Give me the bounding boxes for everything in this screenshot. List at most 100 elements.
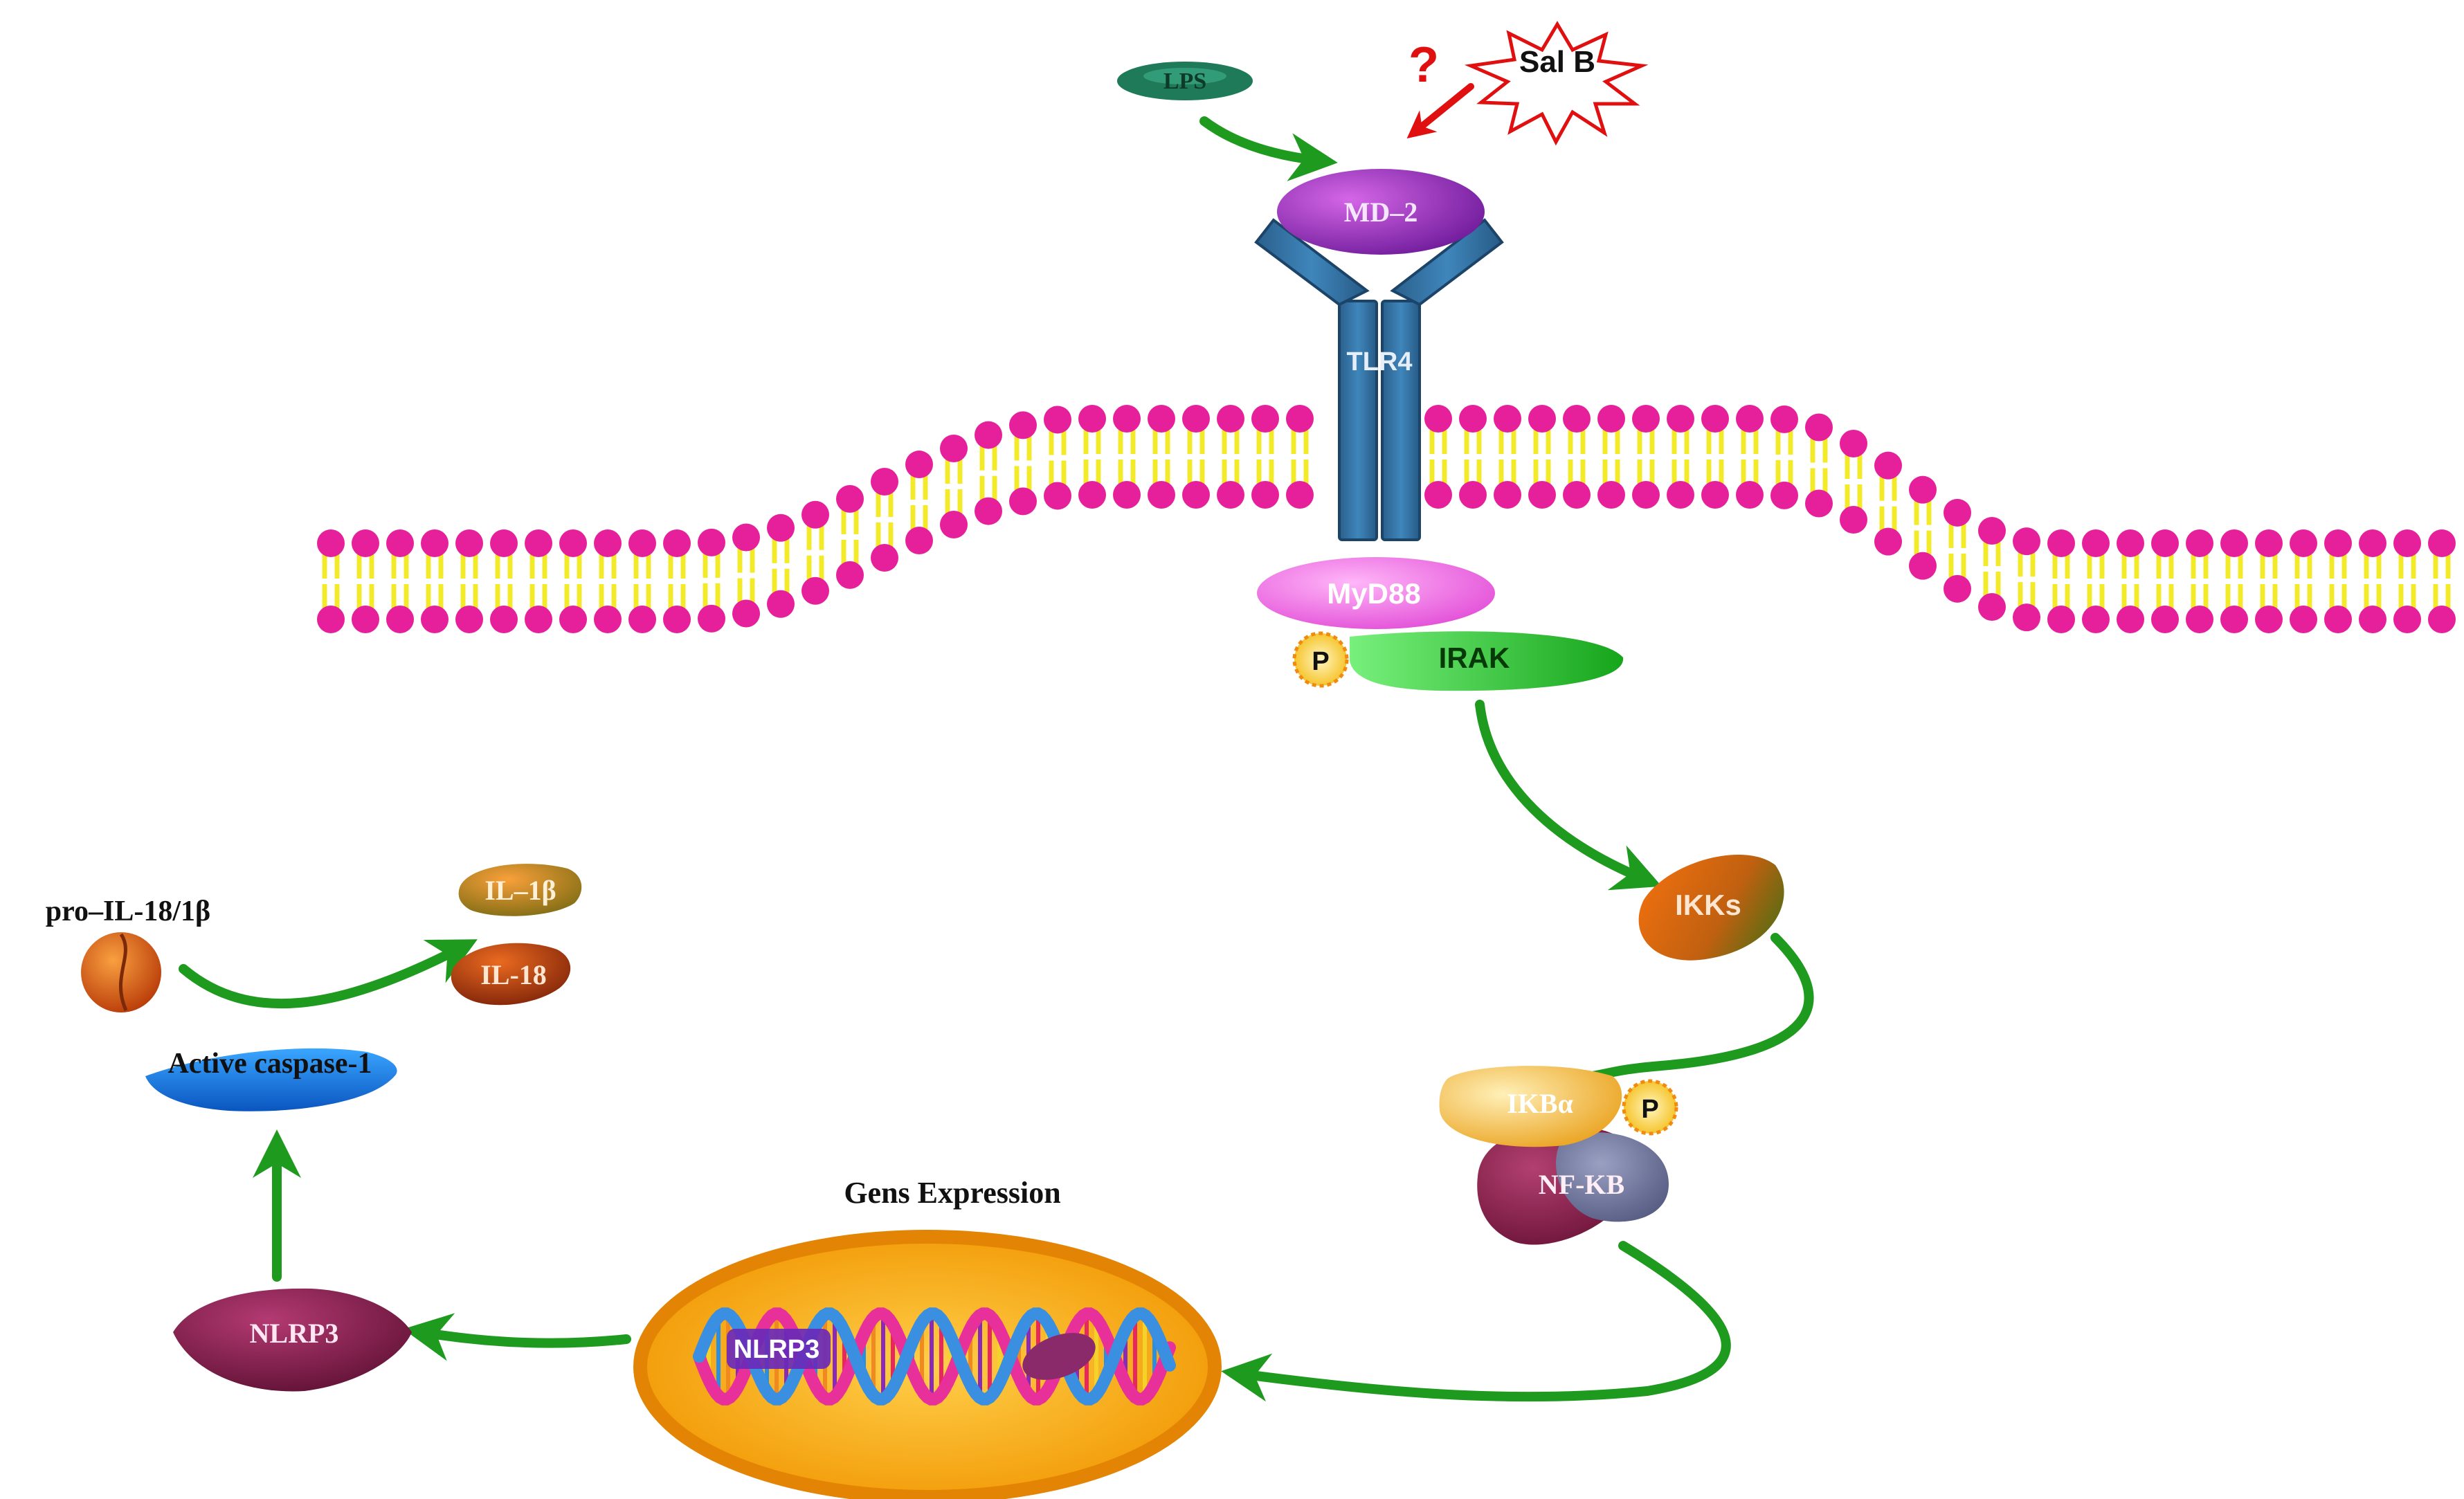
- lipid-head: [2359, 529, 2386, 557]
- lipid-head: [1078, 481, 1106, 509]
- lipid-head: [1632, 405, 1660, 433]
- lipid-head: [1632, 481, 1660, 509]
- lipid-head: [2290, 606, 2317, 633]
- cell-membrane: [317, 405, 2456, 633]
- lipid-head: [490, 529, 518, 557]
- lipid-head: [905, 451, 933, 479]
- lipid-head: [1251, 481, 1279, 509]
- lipid-head: [2186, 529, 2213, 557]
- connector-ikks-to-ikba: [1587, 933, 1814, 1081]
- lipid-head: [1667, 405, 1694, 433]
- il1b-label: IL–1β: [484, 875, 556, 906]
- lipid-head: [421, 606, 449, 633]
- lipid-head: [2117, 529, 2144, 557]
- lipid-head: [455, 606, 483, 633]
- lipid-head: [1494, 405, 1521, 433]
- md2-label: MD–2: [1344, 197, 1418, 228]
- lipid-head: [1909, 475, 1937, 504]
- lipid-head: [386, 529, 414, 557]
- lipid-head: [1805, 489, 1833, 518]
- lipid-head: [698, 604, 725, 633]
- ikks-protein: IKKs: [1638, 854, 1784, 961]
- lipid-head: [2393, 606, 2421, 633]
- lipid-head: [317, 529, 345, 557]
- lipid-head: [836, 561, 864, 589]
- svg-text:P: P: [1641, 1095, 1658, 1124]
- nlrp3-protein: NLRP3: [173, 1288, 412, 1392]
- lipid-head: [2393, 529, 2421, 557]
- lipid-head: [1597, 481, 1625, 509]
- lipid-head: [1148, 405, 1175, 433]
- lipid-head: [1424, 481, 1452, 509]
- lipid-head: [1736, 481, 1764, 509]
- il18-label: IL-18: [480, 959, 547, 990]
- lipid-head: [2151, 606, 2179, 633]
- dna-strand: [693, 1307, 1176, 1406]
- lipid-head: [767, 514, 795, 542]
- lipid-head: [1459, 405, 1487, 433]
- lipid-head: [1528, 481, 1556, 509]
- lipid-head: [2047, 529, 2075, 557]
- nucleus: Gens Expression NLRP3: [633, 1176, 1222, 1499]
- lipid-head: [2324, 606, 2352, 633]
- lipid-head: [525, 606, 552, 633]
- arrow-irak-to-ikks: [1475, 700, 1662, 891]
- lipid-head: [2290, 529, 2317, 557]
- lipid-head: [1736, 405, 1764, 433]
- myd88-protein: MyD88: [1257, 557, 1495, 629]
- lipid-head: [1182, 481, 1210, 509]
- lipid-head: [455, 529, 483, 557]
- lipid-head: [352, 529, 379, 557]
- lipid-head: [2013, 603, 2040, 632]
- lipid-head: [490, 606, 518, 633]
- lipid-head: [559, 606, 587, 633]
- lipid-head: [732, 599, 760, 628]
- lipid-head: [732, 523, 760, 552]
- lipid-head: [2047, 606, 2075, 633]
- lipid-head: [1044, 482, 1071, 510]
- lipid-head: [1701, 481, 1729, 509]
- lipid-head: [801, 576, 829, 605]
- lipid-head: [1978, 592, 2006, 621]
- lipid-head: [559, 529, 587, 557]
- lipid-head: [975, 497, 1002, 525]
- lipid-head: [1978, 516, 2006, 545]
- lipid-head: [421, 529, 449, 557]
- lipid-head: [1770, 405, 1798, 433]
- il-18: IL-18: [451, 943, 571, 1006]
- nfkb-label: NF-KB: [1539, 1169, 1624, 1200]
- lipid-head: [1563, 481, 1591, 509]
- lipid-head: [2324, 529, 2352, 557]
- lipid-head: [2220, 606, 2248, 633]
- nlrp3-label: NLRP3: [250, 1318, 339, 1349]
- transcription-factor-on-dna: [1022, 1333, 1096, 1380]
- lipid-head: [317, 606, 345, 633]
- question-mark: ?: [1408, 37, 1439, 93]
- lipid-head: [1840, 505, 1867, 534]
- lipid-head: [1182, 405, 1210, 433]
- irak-label: IRAK: [1439, 642, 1510, 674]
- lipid-head: [1528, 405, 1556, 433]
- lipid-head: [1217, 405, 1244, 433]
- nlrp3-dna-label: NLRP3: [734, 1335, 820, 1364]
- lipid-head: [940, 434, 968, 462]
- lipid-head: [871, 468, 898, 496]
- active-caspase1: Active caspase-1: [145, 1048, 397, 1111]
- lipid-head: [975, 421, 1002, 449]
- ikba-label: IKBα: [1507, 1088, 1573, 1119]
- lipid-head: [1874, 527, 1902, 556]
- lipid-head: [1217, 481, 1244, 509]
- lipid-head: [1424, 405, 1452, 433]
- lipid-head: [1597, 405, 1625, 433]
- lps-molecule: LPS: [1117, 62, 1253, 100]
- dna-strand: [693, 1307, 1176, 1406]
- lipid-head: [628, 529, 656, 557]
- arrow-salb-inhibit-md2: [1406, 83, 1474, 139]
- lipid-head: [2255, 529, 2283, 557]
- lipid-head: [2359, 606, 2386, 633]
- gene-expression-label: Gens Expression: [844, 1176, 1060, 1210]
- arrow-pro-il-to-il: [179, 939, 478, 1009]
- ikba-protein: IKBα: [1439, 1066, 1622, 1147]
- lipid-head: [2186, 606, 2213, 633]
